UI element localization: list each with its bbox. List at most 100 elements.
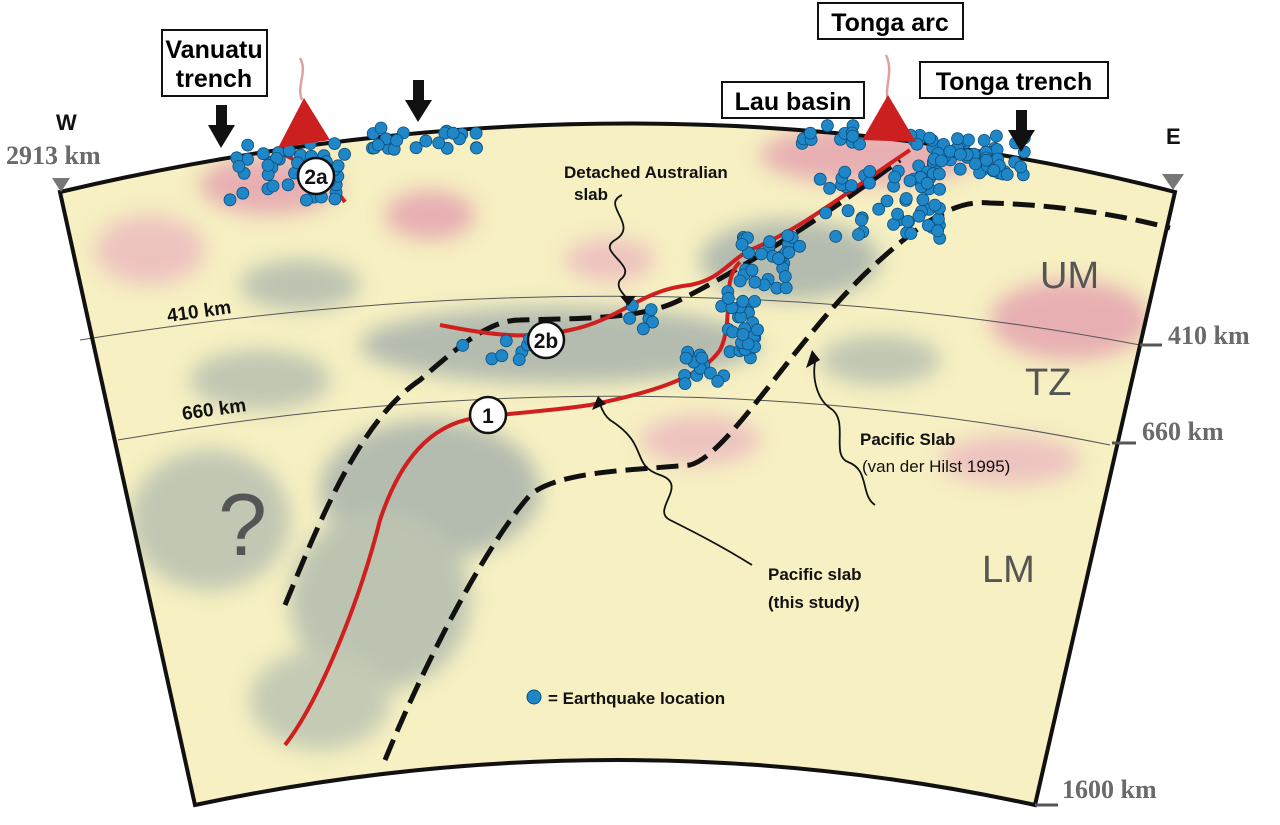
- earthquake-dot: [711, 374, 725, 388]
- svg-text:Detached Australian: Detached Australian: [564, 163, 728, 182]
- earthquake-dot: [236, 186, 250, 200]
- earthquake-dot: [838, 165, 852, 179]
- zone-lm: LM: [982, 549, 1035, 591]
- svg-text:(van der Hilst 1995): (van der Hilst 1995): [862, 457, 1010, 476]
- earthquake-dot: [679, 351, 693, 365]
- earthquake-dot: [328, 192, 342, 206]
- earthquake-dot: [968, 157, 982, 171]
- earthquake-dot: [990, 129, 1003, 143]
- earthquake-dot: [704, 366, 717, 380]
- earthquake-dot: [880, 194, 894, 208]
- earthquake-dot: [338, 147, 352, 161]
- annotation-pacific-slab-this: Pacific slab (this study): [768, 565, 862, 612]
- earthquake-dot: [644, 303, 658, 317]
- earthquake-dot: [495, 349, 509, 363]
- earthquake-dot: [241, 138, 255, 152]
- earthquake-dot: [456, 338, 470, 352]
- earthquake-dot: [841, 204, 855, 218]
- earthquake-dot: [736, 328, 750, 341]
- earthquake-dot: [932, 167, 946, 181]
- label-tonga-arc: Tonga arc: [817, 2, 964, 40]
- earthquake-dot: [954, 148, 967, 161]
- earthquake-dot: [646, 315, 659, 329]
- earthquake-dot: [772, 252, 785, 265]
- svg-text:2a: 2a: [304, 166, 328, 189]
- earthquake-dot: [721, 291, 735, 305]
- svg-text:Tonga arc: Tonga arc: [831, 9, 949, 37]
- earthquake-dot: [903, 174, 917, 188]
- earthquake-dot: [432, 136, 446, 150]
- earthquake-dot: [695, 351, 709, 365]
- earthquake-dot: [778, 270, 792, 283]
- arrow-tonga-trench: [1008, 110, 1035, 152]
- label-width-km: 2913 km: [6, 141, 101, 170]
- earthquake-dot: [803, 126, 817, 140]
- marker-2a: 2a: [296, 156, 336, 196]
- svg-text:660 km: 660 km: [1142, 417, 1224, 446]
- label-tonga-trench: Tonga trench: [919, 61, 1109, 99]
- earthquake-dot: [916, 193, 930, 207]
- earthquake-dot: [733, 274, 747, 288]
- earthquake-dot: [512, 353, 526, 367]
- earthquake-dot: [912, 209, 926, 223]
- svg-text:1600 km: 1600 km: [1062, 775, 1157, 804]
- earthquake-dot: [923, 131, 936, 145]
- earthquake-dot: [623, 311, 636, 325]
- earthquake-dot: [781, 229, 795, 243]
- leader-arrowhead-vdh: [806, 350, 820, 368]
- annotation-detached-slab: Detached Australian slab: [564, 163, 728, 204]
- earthquake-dot: [793, 239, 806, 253]
- svg-text:Pacific slab: Pacific slab: [768, 565, 862, 584]
- volcano-tonga-arc: [862, 54, 916, 142]
- earthquake-dot: [735, 238, 749, 251]
- label-vanuatu-trench: Vanuatu trench: [161, 29, 268, 97]
- svg-text:Pacific Slab: Pacific Slab: [860, 430, 955, 449]
- earthquake-dot: [266, 179, 280, 193]
- earthquake-dot: [736, 294, 750, 308]
- earthquake-dot: [829, 229, 843, 243]
- earthquake-dot: [419, 134, 433, 148]
- earthquake-dot: [751, 323, 764, 337]
- svg-text:= Earthquake location: = Earthquake location: [548, 689, 725, 708]
- earthquake-dot: [977, 133, 991, 147]
- earthquake-dot: [223, 193, 237, 207]
- question-mark: ?: [218, 475, 267, 574]
- earthquake-dot: [921, 218, 935, 232]
- earthquake-dot: [821, 119, 834, 133]
- earthquake-dot: [845, 179, 858, 193]
- earthquake-dot: [754, 247, 768, 261]
- east-edge-marker: [1162, 174, 1184, 190]
- svg-text:2b: 2b: [534, 330, 559, 353]
- earthquake-dot: [953, 162, 967, 176]
- earthquake-dot: [232, 159, 246, 173]
- earthquake-dot: [980, 153, 993, 167]
- depth-tick-660: 660 km: [1112, 417, 1224, 446]
- earthquake-dot: [933, 182, 946, 196]
- earthquake-dot: [920, 176, 934, 190]
- earthquake-dot: [813, 172, 827, 186]
- volcano-vanuatu: [278, 57, 330, 148]
- earthquake-dot: [891, 207, 904, 221]
- marker-2b: 2b: [526, 320, 566, 360]
- earthquake-dot: [1014, 160, 1028, 174]
- leader-arrowhead-this: [592, 396, 606, 410]
- svg-text:410 km: 410 km: [1168, 321, 1250, 350]
- svg-text:1: 1: [482, 405, 494, 428]
- earthquake-dot: [819, 206, 833, 220]
- earthquake-dot: [779, 281, 793, 295]
- section-frame: [57, 121, 1178, 808]
- earthquake-dot: [390, 133, 404, 147]
- earthquake-dot: [931, 224, 944, 238]
- earthquake-dot: [899, 192, 913, 205]
- earthquake-dot: [782, 246, 796, 259]
- earthquake-dot: [499, 334, 513, 348]
- earthquake-dot: [935, 154, 948, 168]
- earthquake-dot: [281, 178, 295, 192]
- legend-earthquake: = Earthquake location: [526, 689, 725, 708]
- west-edge-marker: [52, 178, 70, 192]
- svg-text:Lau basin: Lau basin: [735, 88, 852, 116]
- earthquake-dot: [763, 235, 777, 249]
- earthquake-dot: [409, 141, 423, 155]
- zone-tz: TZ: [1025, 362, 1071, 404]
